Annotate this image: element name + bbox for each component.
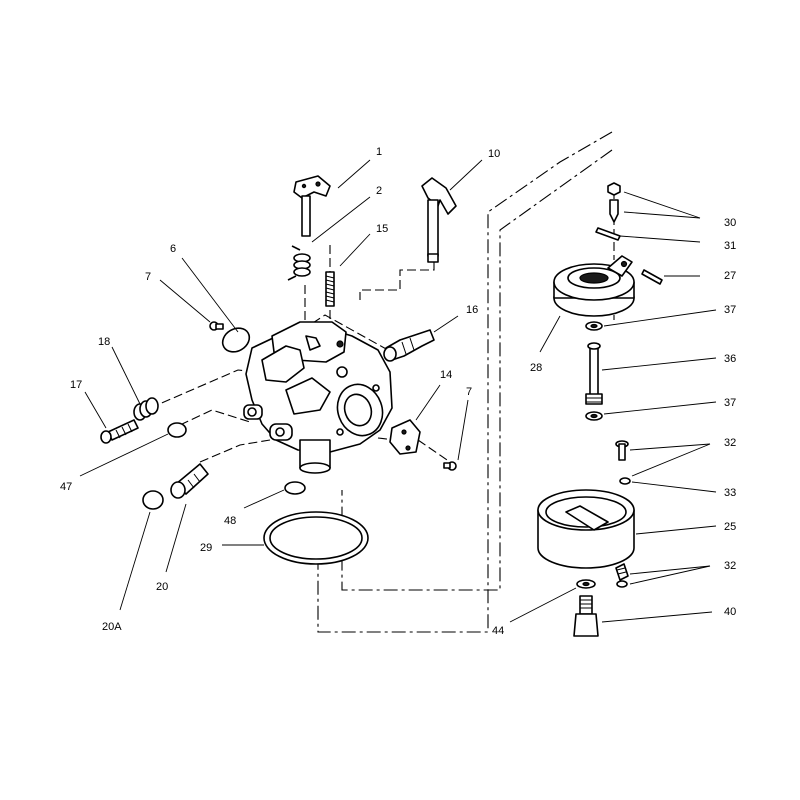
jet-cap-part	[142, 490, 164, 510]
callout-44: 44	[492, 625, 504, 637]
callout-labels: 1 2 15 10 6 7 16 18 17 14 7 47 48 20 20A…	[60, 146, 736, 637]
throttle-spring-part	[287, 245, 311, 281]
bowl-screw-upper-part	[615, 440, 629, 461]
throttle-plate-part	[221, 327, 251, 353]
idle-mixture-spring-part	[133, 397, 159, 421]
float-part	[553, 255, 635, 317]
idle-mixture-screw-part	[100, 419, 139, 444]
callout-17: 17	[70, 379, 82, 391]
callout-31: 31	[724, 240, 736, 252]
alignment-line-choke	[359, 262, 435, 300]
callout-6: 6	[170, 243, 176, 255]
bowl-gasket-part	[263, 511, 369, 565]
callout-32-lower: 32	[724, 560, 736, 572]
bowl-nut-part	[573, 595, 599, 637]
callout-48: 48	[224, 515, 236, 527]
callout-1: 1	[376, 146, 382, 158]
inlet-needle-part	[609, 199, 619, 223]
main-jet-part	[170, 463, 209, 499]
float-pin-nut-part	[607, 182, 621, 196]
alignment-line-screw7b	[417, 439, 451, 463]
alignment-line-mixture	[199, 439, 271, 463]
callout-18: 18	[98, 336, 110, 348]
emulsion-tube-part	[585, 342, 603, 405]
callout-33: 33	[724, 487, 736, 499]
washer-lower-part	[585, 411, 603, 421]
float-bowl-part	[537, 489, 635, 569]
callout-7-upper: 7	[145, 271, 151, 283]
callout-37-lower: 37	[724, 397, 736, 409]
cover-screw-part	[443, 461, 457, 471]
callout-2: 2	[376, 185, 382, 197]
callout-27: 27	[724, 270, 736, 282]
callout-14: 14	[440, 369, 452, 381]
choke-shaft-part	[421, 177, 457, 263]
bowl-screw-lower-part	[615, 563, 629, 588]
callout-20A: 20A	[102, 621, 122, 633]
callout-20: 20	[156, 581, 168, 593]
alignment-line-fitting	[301, 314, 389, 351]
callout-36: 36	[724, 353, 736, 365]
bowl-nut-gasket-part	[576, 579, 596, 589]
needle-clip-part	[595, 227, 621, 241]
callout-7-lower: 7	[466, 386, 472, 398]
alignment-line-idle	[149, 369, 259, 409]
washer-upper-part	[585, 321, 603, 331]
callout-16: 16	[466, 304, 478, 316]
assembly-line-bowl	[317, 131, 613, 633]
fuel-inlet-fitting-part	[383, 329, 435, 362]
callout-29: 29	[200, 542, 212, 554]
callout-30: 30	[724, 217, 736, 229]
orifice-plug-part	[284, 481, 306, 495]
callout-25: 25	[724, 521, 736, 533]
callout-40: 40	[724, 606, 736, 618]
callout-47: 47	[60, 481, 72, 493]
callout-10: 10	[488, 148, 500, 160]
alignment-line-plug	[179, 409, 251, 426]
callout-28: 28	[530, 362, 542, 374]
throttle-shaft-part	[293, 175, 331, 237]
inlet-cover-part	[389, 419, 421, 455]
throttle-plate-screw-part	[209, 321, 224, 331]
callout-15: 15	[376, 223, 388, 235]
callout-32-upper: 32	[724, 437, 736, 449]
bowl-washer-part	[619, 477, 631, 485]
leader-lines	[79, 159, 717, 623]
callout-37-upper: 37	[724, 304, 736, 316]
welch-plug-part	[167, 422, 187, 438]
carburetor-body-part	[243, 321, 393, 474]
hinge-pin-part	[641, 269, 663, 285]
idle-spring-part	[325, 271, 335, 307]
